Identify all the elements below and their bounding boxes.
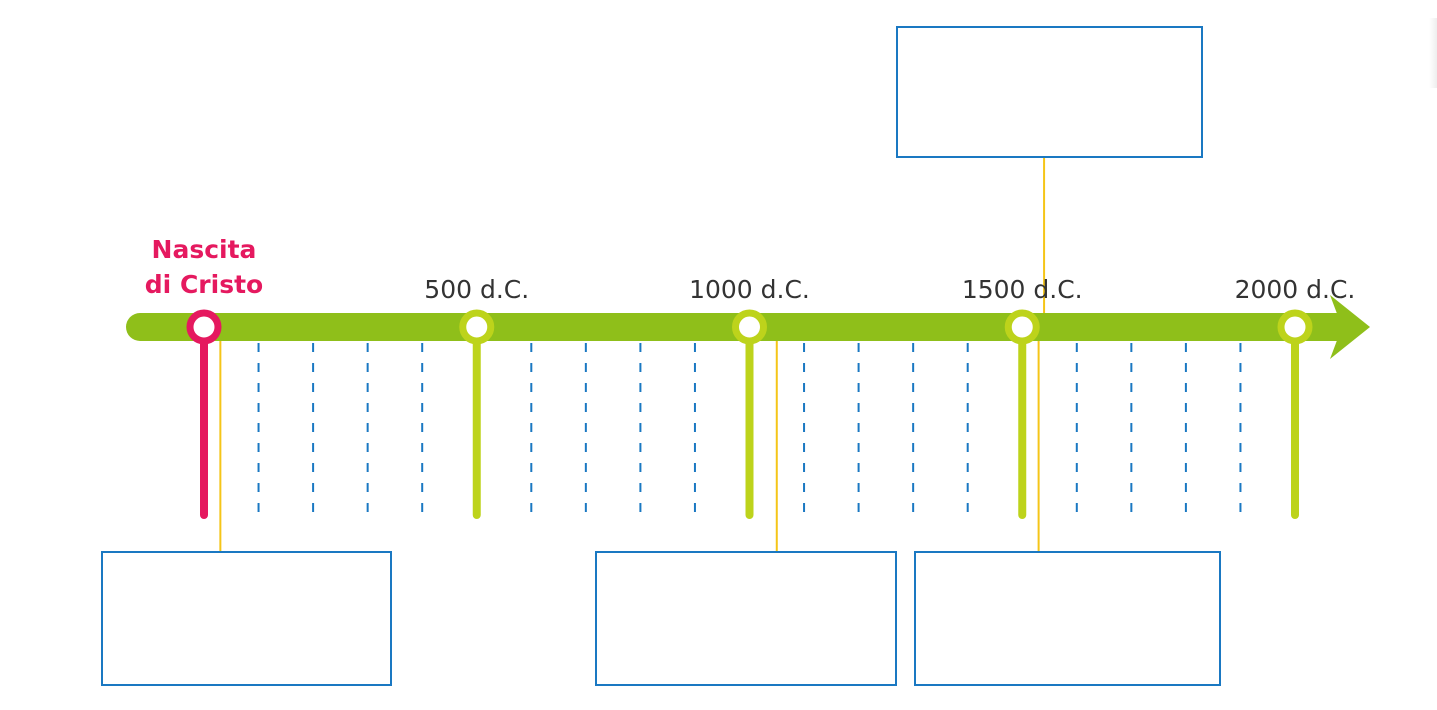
answer-box-bottom-2[interactable] <box>595 551 897 686</box>
tick-label-1000: 1000 d.C. <box>689 275 810 304</box>
start-label-line2: di Cristo <box>145 270 263 299</box>
start-label-line1: Nascita <box>152 235 257 264</box>
answer-box-top[interactable] <box>896 26 1203 158</box>
connector-lines <box>219 157 1046 552</box>
markers <box>186 309 1313 345</box>
axis-arrow-head <box>1330 295 1370 359</box>
marker-ring-1000 <box>732 309 767 345</box>
marker-ring-2000 <box>1277 309 1313 345</box>
tick-label-1500: 1500 d.C. <box>962 275 1083 304</box>
marker-ring-500 <box>459 309 495 345</box>
answer-box-bottom-3[interactable] <box>914 551 1221 686</box>
tick-label-500: 500 d.C. <box>424 275 529 304</box>
tick-label-2000: 2000 d.C. <box>1235 275 1356 304</box>
page-edge-shadow <box>1429 18 1437 88</box>
marker-ring-0 <box>186 309 222 345</box>
marker-stems <box>200 323 1299 519</box>
tick-labels: 500 d.C. 1000 d.C. 1500 d.C. 2000 d.C. <box>424 275 1355 304</box>
minor-ticks <box>257 343 1242 518</box>
answer-box-bottom-1[interactable] <box>101 551 392 686</box>
marker-ring-1500 <box>1004 309 1040 345</box>
